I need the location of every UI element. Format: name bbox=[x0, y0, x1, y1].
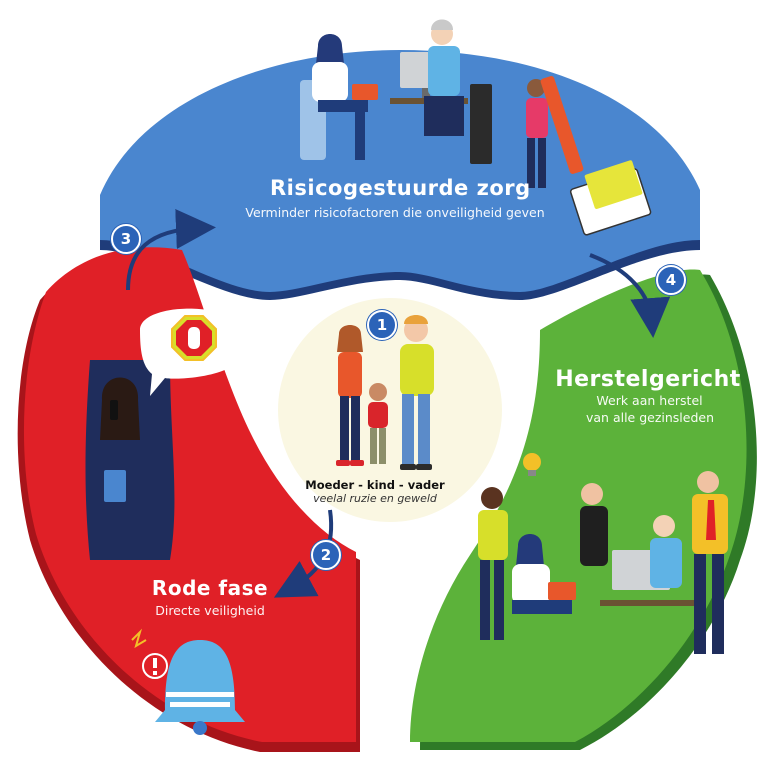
step-4-badge: 4 bbox=[656, 265, 686, 295]
phone-icon bbox=[110, 400, 118, 420]
father-figure bbox=[400, 315, 434, 470]
recovery-segment-subtitle-line2: van alle gezinsleden bbox=[585, 410, 715, 425]
risk-segment-subtitle: Verminder risicofactoren die onveilighei… bbox=[245, 205, 545, 220]
lightbulb-icon bbox=[523, 453, 541, 476]
step-3-badge: 3 bbox=[111, 224, 141, 254]
family-subcaption: veelal ruzie en geweld bbox=[313, 492, 437, 505]
family-caption: Moeder - kind - vader bbox=[305, 478, 445, 492]
arrow-3 bbox=[126, 208, 216, 291]
child-figure bbox=[368, 383, 388, 464]
red-phase-subtitle: Directe veiligheid bbox=[155, 603, 265, 618]
recovery-segment-subtitle-line1: Werk aan herstel bbox=[596, 393, 703, 408]
recovery-segment-title: Herstelgericht bbox=[555, 367, 741, 392]
stop-hand-icon bbox=[171, 315, 217, 361]
mother-figure bbox=[336, 325, 364, 466]
step-1-badge: 1 bbox=[367, 310, 397, 340]
arrow-4 bbox=[589, 253, 671, 338]
center-family-area bbox=[278, 298, 502, 522]
red-phase-title: Rode fase bbox=[151, 576, 269, 600]
red-scene bbox=[85, 308, 250, 735]
alarm-bell-icon bbox=[131, 628, 245, 735]
risk-scene bbox=[300, 19, 652, 236]
risk-segment-title: Risicogestuurde zorg bbox=[270, 176, 531, 200]
step-2-badge: 2 bbox=[311, 540, 341, 570]
recovery-scene bbox=[478, 453, 728, 654]
